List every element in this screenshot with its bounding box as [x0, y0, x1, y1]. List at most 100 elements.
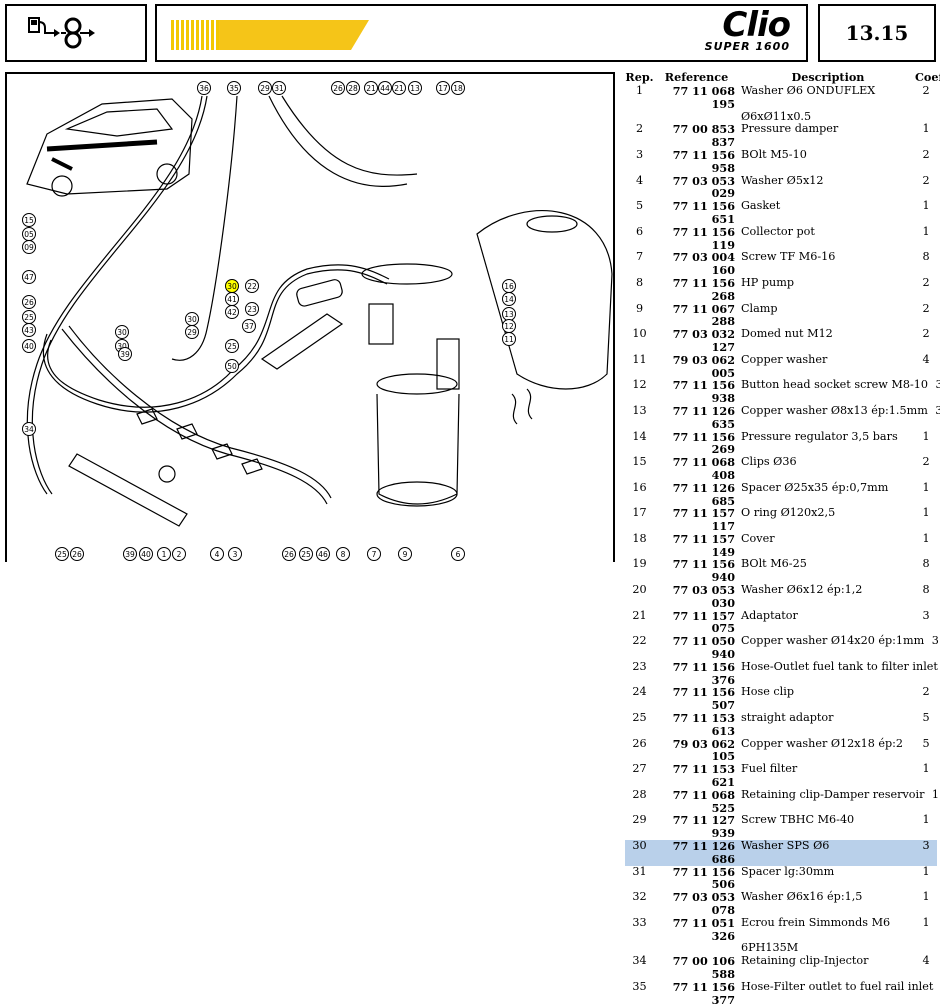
callout-top[interactable]: 17 [436, 81, 450, 95]
svg-text:05: 05 [24, 230, 34, 239]
callout-highlight[interactable]: 30 [225, 279, 239, 293]
callout-left[interactable]: 25 [22, 310, 36, 324]
callout-mid[interactable]: 42 [225, 305, 239, 319]
callout-top[interactable]: 18 [451, 81, 465, 95]
callout-left[interactable]: 47 [22, 270, 36, 284]
callout-mid[interactable]: 22 [245, 279, 259, 293]
callout-mid[interactable]: 30 [115, 325, 129, 339]
callout-top[interactable]: 21 [364, 81, 378, 95]
callout-left[interactable]: 40 [22, 339, 36, 353]
description-cell: 6PH135M [741, 941, 799, 955]
callout-top[interactable]: 29 [258, 81, 272, 95]
callout-bottom[interactable]: 7 [367, 547, 381, 561]
callout-mid[interactable]: 29 [185, 325, 199, 339]
callout-mid[interactable]: 41 [225, 292, 239, 306]
callout-left[interactable]: 09 [22, 240, 36, 254]
callout-bottom[interactable]: 2 [172, 547, 186, 561]
callout-left[interactable]: 05 [22, 227, 36, 241]
callout-right[interactable]: 16 [502, 279, 516, 293]
callout-top[interactable]: 28 [346, 81, 360, 95]
callout-bottom[interactable]: 25 [55, 547, 69, 561]
callout-bottom[interactable]: 3 [228, 547, 242, 561]
callout-right[interactable]: 12 [502, 319, 516, 333]
callout-bottom[interactable]: 40 [139, 547, 153, 561]
callout-mid[interactable]: 37 [242, 319, 256, 333]
svg-text:13: 13 [504, 310, 514, 319]
reference-cell: 77 03 004 160 [672, 250, 735, 278]
callout-bottom[interactable]: 4 [210, 547, 224, 561]
callout-bottom[interactable]: 39 [123, 547, 137, 561]
callout-right[interactable]: 11 [502, 332, 516, 346]
svg-text:17: 17 [438, 84, 448, 93]
callout-top[interactable]: 44 [378, 81, 392, 95]
callout-left[interactable]: 26 [22, 295, 36, 309]
callout-bottom[interactable]: 46 [316, 547, 330, 561]
callout-mid[interactable]: 39 [118, 347, 132, 361]
callout-bottom[interactable]: 8 [336, 547, 350, 561]
callout-left[interactable]: 43 [22, 323, 36, 337]
callout-right[interactable]: 13 [502, 307, 516, 321]
callout-bottom[interactable]: 1 [157, 547, 171, 561]
callout-top[interactable]: 35 [227, 81, 241, 95]
description-cell: Spacer lg:30mm [741, 864, 835, 878]
callout-top[interactable]: 31 [272, 81, 286, 95]
callout-bottom[interactable]: 26 [70, 547, 84, 561]
callout-bottom[interactable]: 9 [398, 547, 412, 561]
rep-cell: 28 [632, 787, 647, 801]
callout-mid[interactable]: 50 [225, 359, 239, 373]
callout-bottom[interactable]: 6 [451, 547, 465, 561]
callout-top[interactable]: 13 [408, 81, 422, 95]
svg-text:7: 7 [372, 550, 377, 559]
callout-top[interactable]: 21 [392, 81, 406, 95]
callout-left[interactable]: 15 [22, 213, 36, 227]
svg-text:26: 26 [24, 298, 34, 307]
callout-bottom[interactable]: 25 [299, 547, 313, 561]
callout-mid[interactable]: 23 [245, 302, 259, 316]
reference-cell: 77 03 032 127 [672, 327, 735, 354]
callout-left[interactable]: 34 [22, 422, 36, 436]
callout-top[interactable]: 36 [197, 81, 211, 95]
callout-mid[interactable]: 30 [185, 312, 199, 326]
reference-cell: 77 11 126 686 [672, 839, 735, 866]
callout-mid[interactable]: 25 [225, 339, 239, 353]
callout-top[interactable]: 26 [331, 81, 345, 95]
callout-right[interactable]: 14 [502, 292, 516, 306]
callout-bottom[interactable]: 26 [282, 547, 296, 561]
